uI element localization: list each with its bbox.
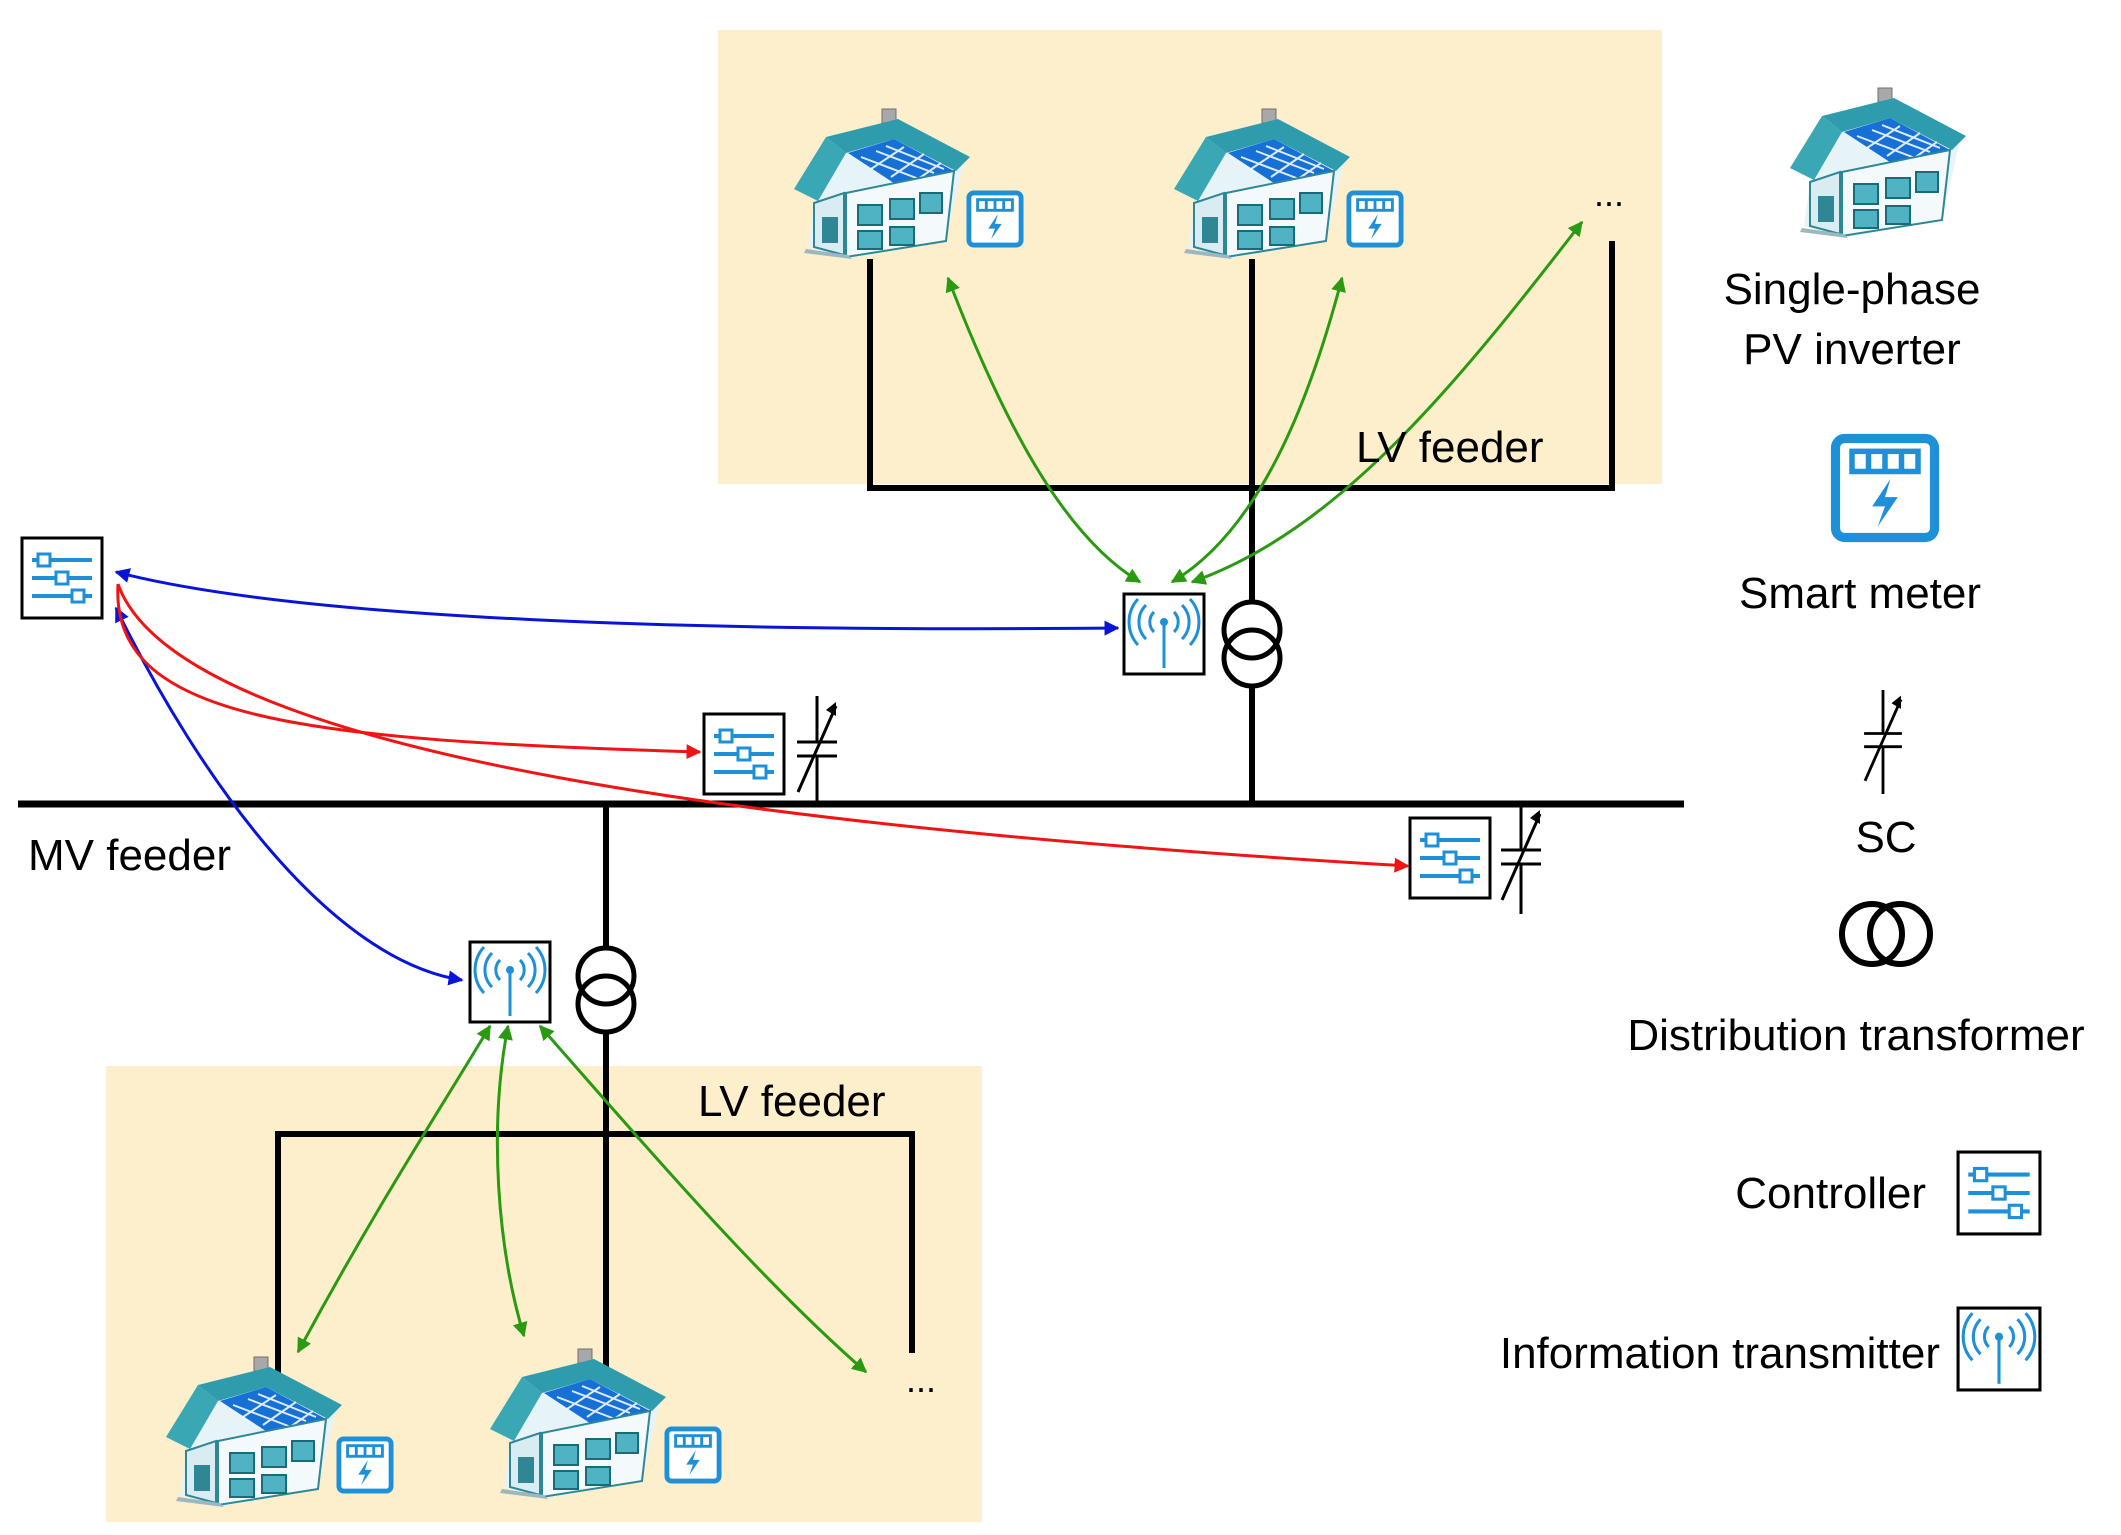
legend-distribution-transformer: Distribution transformer xyxy=(1627,1011,2084,1060)
sc-icon xyxy=(1499,804,1543,914)
legend-sc: SC xyxy=(1855,813,1916,862)
link-green-bottom-2 xyxy=(495,1024,528,1338)
lv-feeder-top-label: LV feeder xyxy=(1356,423,1544,472)
lv-area-top xyxy=(718,30,1662,484)
legend-information-transmitter: Information transmitter xyxy=(1500,1329,1940,1378)
legend-controller: Controller xyxy=(1735,1169,1926,1218)
link-green-top-1 xyxy=(945,276,1142,584)
transformer-icon xyxy=(1839,901,1933,967)
controller-icon xyxy=(20,536,104,620)
legend-pv-inverter-line2: PV inverter xyxy=(1743,325,1961,374)
legend: Single-phase PV inverter Smart meter SC … xyxy=(1500,86,2085,1392)
smart-meter-icon xyxy=(969,193,1021,245)
transmitter-icon xyxy=(1122,592,1206,676)
link-red-1 xyxy=(116,583,702,760)
transformer-icon xyxy=(575,945,637,1035)
link-green-bottom-3 xyxy=(538,1024,868,1374)
transformer-icon xyxy=(1221,599,1283,689)
controller-icon xyxy=(702,712,786,796)
link-red-2 xyxy=(116,583,1410,873)
controller-icon xyxy=(1958,1152,2040,1234)
legend-smart-meter: Smart meter xyxy=(1739,569,1981,618)
link-green-top-3 xyxy=(1190,220,1584,585)
smart-meter-icon xyxy=(339,1439,391,1491)
ellipsis-bottom: ... xyxy=(906,1359,936,1400)
legend-pv-inverter-line1: Single-phase xyxy=(1724,265,1981,314)
link-green-bottom-1 xyxy=(296,1024,492,1354)
link-blue-top xyxy=(114,568,1120,636)
mv-feeder-label: MV feeder xyxy=(28,831,231,880)
house-pv-icon xyxy=(1788,86,1968,240)
transmitter-icon xyxy=(468,940,552,1024)
controller-icon xyxy=(1408,816,1492,900)
sc-icon xyxy=(795,696,839,806)
lv-feeder-bottom-label: LV feeder xyxy=(698,1077,886,1126)
ellipsis-top: ... xyxy=(1594,173,1624,214)
link-blue-bottom xyxy=(114,606,464,986)
sc-icon xyxy=(1862,690,1904,794)
smart-meter-icon xyxy=(1836,439,1935,538)
smart-meter-icon xyxy=(1349,193,1401,245)
transmitter-icon xyxy=(1956,1306,2042,1392)
smart-meter-icon xyxy=(667,1429,719,1481)
